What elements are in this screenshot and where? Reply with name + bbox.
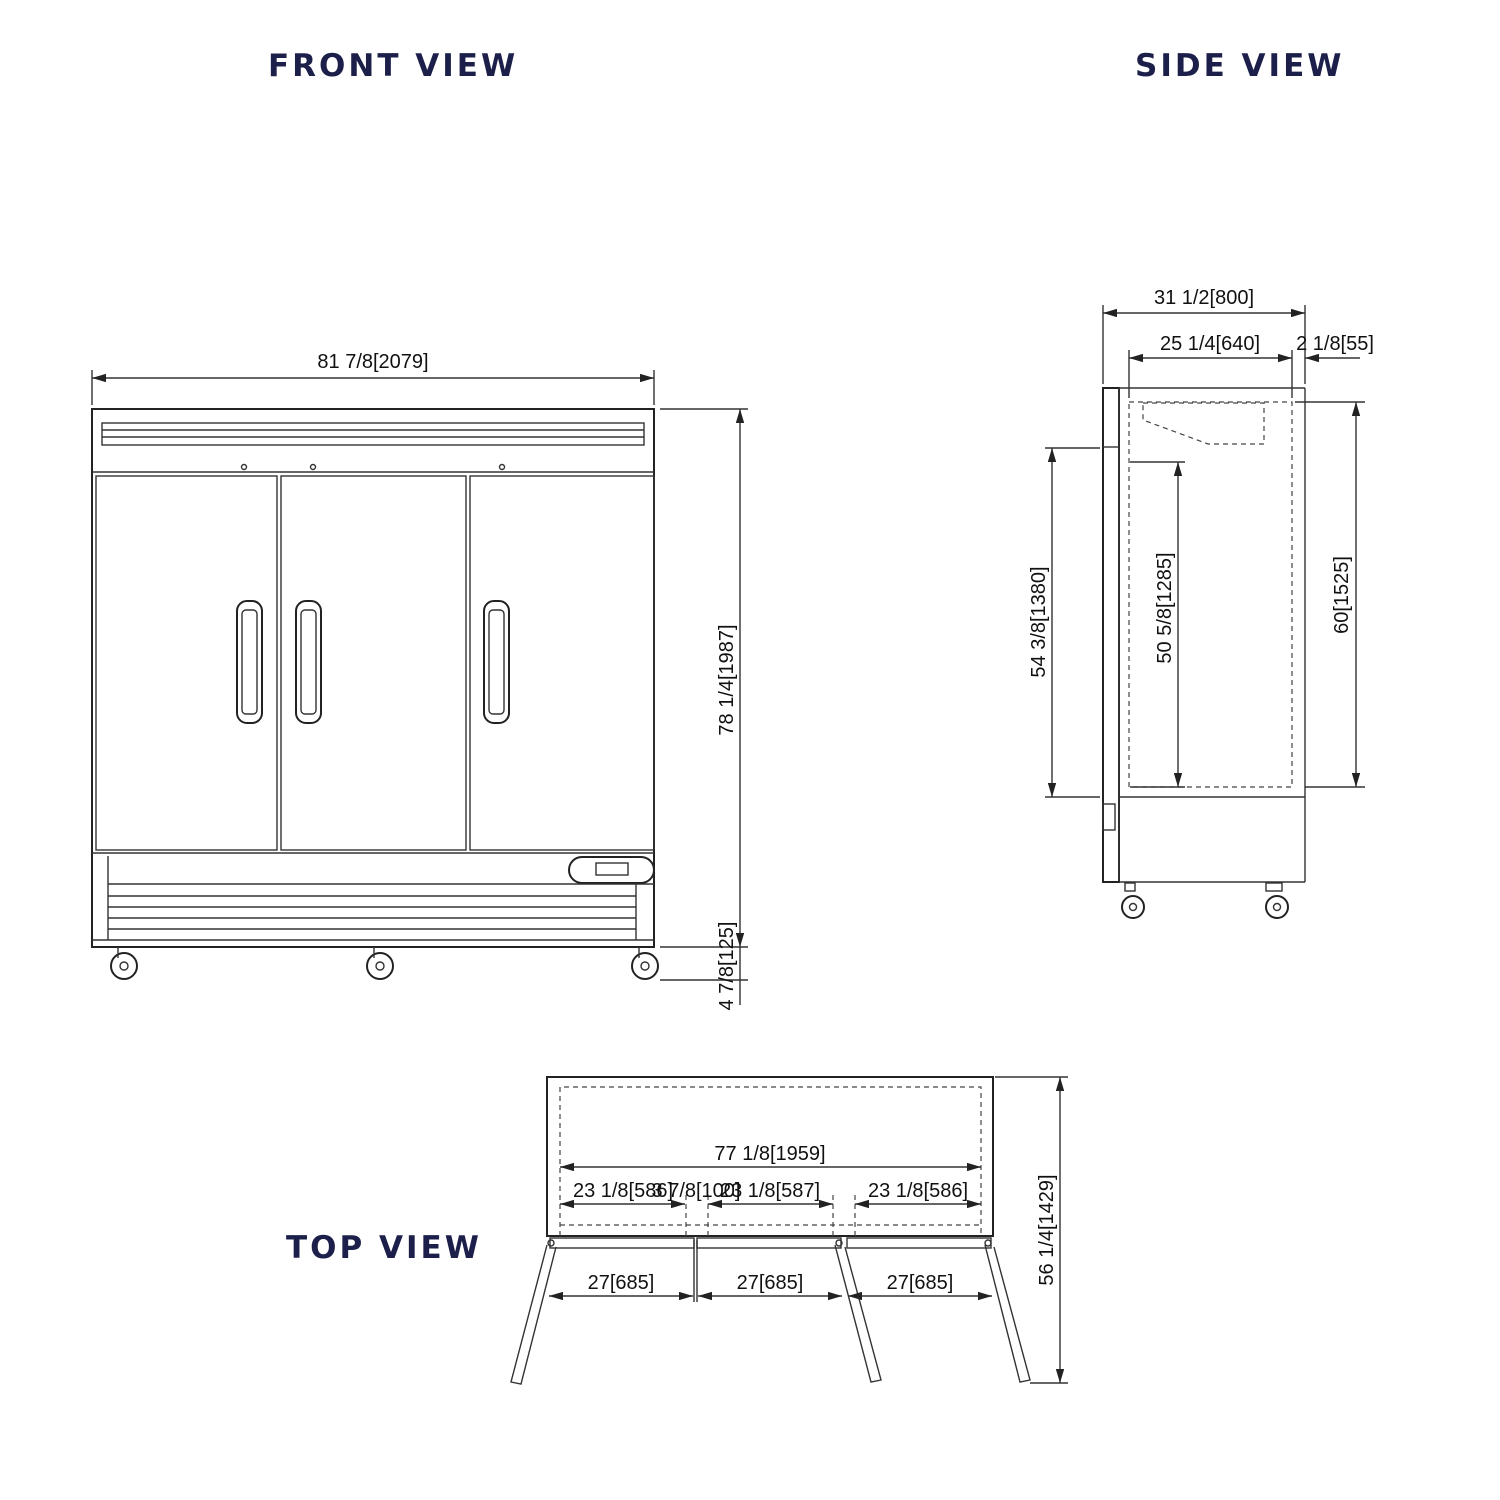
section-1-dim: 23 1/8[586] (573, 1180, 673, 1202)
caster-height-dim: 4 7/8[125] (716, 922, 738, 1011)
caster-icon (110, 947, 138, 980)
top-view-drawing (510, 1076, 1068, 1385)
front-width-dim: 81 7/8[2079] (317, 351, 428, 373)
section-2-dim: 23 1/8[587] (720, 1180, 820, 1202)
front-view-drawing (91, 370, 748, 1005)
door-right (469, 475, 655, 851)
interior-height-dim: 50 5/8[1285] (1154, 552, 1176, 663)
open-depth-dim: 56 1/4[1429] (1036, 1174, 1058, 1285)
front-height-dim: 78 1/4[1987] (716, 624, 738, 735)
mullion-dim: 3 7/8[100] (652, 1180, 741, 1202)
top-view-title: TOP VIEW (286, 1230, 482, 1266)
door-2-dim: 27[685] (737, 1272, 804, 1294)
side-depth-overall-dim: 31 1/2[800] (1154, 287, 1254, 309)
caster-icon (1265, 882, 1289, 919)
side-view-title: SIDE VIEW (1135, 48, 1345, 84)
door-height-dim: 54 3/8[1380] (1028, 566, 1050, 677)
door-left (95, 475, 278, 851)
side-depth-cabinet-dim: 25 1/4[640] (1160, 333, 1260, 355)
controller-display (568, 856, 655, 884)
handle-icon (236, 600, 263, 724)
front-view-title: FRONT VIEW (268, 48, 519, 84)
door-depth-dim: 2 1/8[55] (1296, 333, 1374, 355)
door-1-dim: 27[685] (588, 1272, 655, 1294)
door-center (280, 475, 467, 851)
section-3-dim: 23 1/8[586] (868, 1180, 968, 1202)
cabinet-interior-height-dim: 60[1525] (1331, 556, 1353, 634)
caster-icon (1121, 882, 1145, 919)
interior-width-dim: 77 1/8[1959] (714, 1143, 825, 1165)
caster-icon (366, 947, 394, 980)
side-view-drawing (1045, 305, 1365, 919)
caster-icon (631, 947, 659, 980)
door-3-dim: 27[685] (887, 1272, 954, 1294)
